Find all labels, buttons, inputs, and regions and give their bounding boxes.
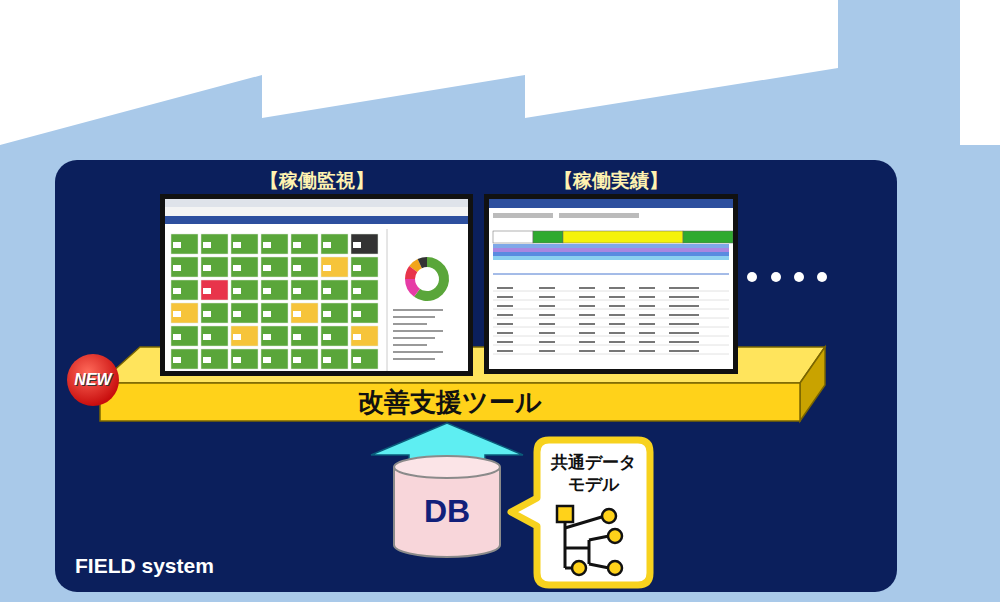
db-node: DB — [393, 455, 501, 557]
node-text: 改善支援ツール — [100, 385, 800, 419]
screenshot-frame — [160, 194, 473, 376]
node-text: FIELD system — [75, 554, 214, 578]
block-arrow — [371, 423, 523, 469]
node-text: 【稼働実績】 — [484, 170, 738, 192]
panel-node: 【稼働監視】【稼働実績】改善支援ツールNEW DB 共通データ モデル FIELD s… — [55, 160, 897, 592]
more-dot — [794, 272, 804, 282]
tree-icon — [557, 506, 622, 575]
callout-node: 共通データ モデル — [537, 440, 650, 585]
more-dot — [771, 272, 781, 282]
node-text: NEW — [66, 353, 120, 407]
screen2-node: 【稼働実績】 — [484, 170, 738, 374]
screenshot-frame — [484, 194, 738, 374]
more-dot — [747, 272, 757, 282]
more-dot — [817, 272, 827, 282]
badge-node: NEW — [66, 353, 120, 407]
node-text: DB — [393, 491, 501, 531]
screenshot-image — [489, 199, 733, 369]
node-text: 【稼働監視】 — [160, 170, 473, 192]
screen1-node: 【稼働監視】 — [160, 170, 473, 376]
screenshot-image — [165, 199, 468, 371]
node-text: 共通データ モデル — [547, 452, 640, 496]
